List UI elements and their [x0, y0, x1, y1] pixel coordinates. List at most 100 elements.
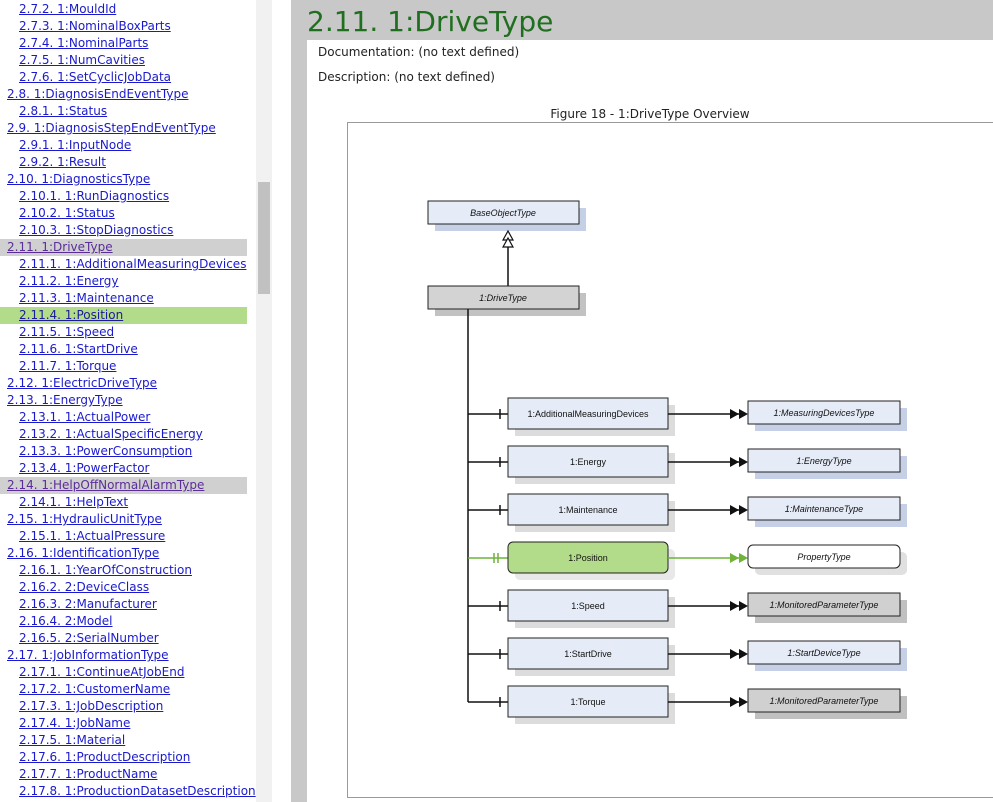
target-type-box-3: [747, 544, 901, 569]
toc-link[interactable]: 2.11. 1:DriveType: [7, 240, 113, 254]
toc-link[interactable]: 2.17.2. 1:CustomerName: [19, 682, 171, 696]
toc-link[interactable]: 2.14. 1:HelpOffNormalAlarmType: [7, 478, 205, 492]
toc-link[interactable]: 2.16. 1:IdentificationType: [7, 546, 160, 560]
component-box-6: [507, 685, 669, 718]
type-arrow-head1: [730, 553, 739, 563]
toc-link[interactable]: 2.16.2. 2:DeviceClass: [19, 580, 150, 594]
toc-link[interactable]: 2.10.3. 1:StopDiagnostics: [19, 223, 174, 237]
target-type-label: PropertyType: [797, 552, 850, 562]
toc-link[interactable]: 2.16.5. 2:SerialNumber: [19, 631, 159, 645]
inheritance-arrow-2: [501, 236, 515, 248]
toc-link[interactable]: 2.12. 1:ElectricDriveType: [7, 376, 158, 390]
toc-link[interactable]: 2.11.5. 1:Speed: [19, 325, 115, 339]
toc-item: 2.7.4. 1:NominalParts: [0, 35, 256, 52]
toc-item: 2.16.2. 2:DeviceClass: [0, 579, 256, 596]
toc-link[interactable]: 2.11.6. 1:StartDrive: [19, 342, 138, 356]
documentation-text: Documentation: (no text defined): [318, 45, 520, 59]
toc-scrollbar[interactable]: [256, 0, 272, 802]
toc-link[interactable]: 2.13.1. 1:ActualPower: [19, 410, 151, 424]
toc-item: 2.17.8. 1:ProductionDatasetDescription: [0, 783, 256, 800]
type-arrow-head1: [730, 457, 739, 467]
toc-link[interactable]: 2.11.7. 1:Torque: [19, 359, 117, 373]
toc-link[interactable]: 2.17.1. 1:ContinueAtJobEnd: [19, 665, 185, 679]
drive-type-box: [427, 285, 580, 310]
toc-item: 2.11.3. 1:Maintenance: [0, 290, 256, 307]
component-box-5: [507, 637, 669, 670]
toc-link[interactable]: 2.15.1. 1:ActualPressure: [19, 529, 166, 543]
toc-link[interactable]: 2.17.5. 1:Material: [19, 733, 126, 747]
toc-item: 2.9. 1:DiagnosisStepEndEventType: [0, 120, 256, 137]
base-type-box: [427, 200, 580, 225]
component-box-0: [507, 397, 669, 430]
toc-item: 2.13.3. 1:PowerConsumption: [0, 443, 256, 460]
type-arrow-head2: [739, 649, 748, 659]
toc-link[interactable]: 2.11.2. 1:Energy: [19, 274, 119, 288]
toc-item: 2.17.4. 1:JobName: [0, 715, 256, 732]
toc-item: 2.13.1. 1:ActualPower: [0, 409, 256, 426]
toc-link[interactable]: 2.16.4. 2:Model: [19, 614, 113, 628]
target-type-box-4: [747, 592, 901, 617]
toc-link[interactable]: 2.9. 1:DiagnosisStepEndEventType: [7, 121, 216, 135]
scrollbar-thumb[interactable]: [258, 182, 270, 294]
type-arrow-head2: [739, 505, 748, 515]
toc-link[interactable]: 2.17.3. 1:JobDescription: [19, 699, 164, 713]
toc-link[interactable]: 2.14.1. 1:HelpText: [19, 495, 129, 509]
toc-link[interactable]: 2.7.4. 1:NominalParts: [19, 36, 149, 50]
target-type-label: 1:MonitoredParameterType: [770, 600, 879, 610]
heading-bar: 2.11. 1:DriveType: [291, 0, 993, 40]
toc-link[interactable]: 2.7.2. 1:MouldId: [19, 2, 117, 16]
toc-list: 2.7.2. 1:MouldId 2.7.3. 1:NominalBoxParts…: [0, 1, 256, 800]
target-type-box-6: [747, 688, 901, 713]
type-arrow-head2: [739, 697, 748, 707]
toc-link[interactable]: 2.7.6. 1:SetCyclicJobData: [19, 70, 172, 84]
toc-link[interactable]: 2.8.1. 1:Status: [19, 104, 108, 118]
toc-item: 2.16.3. 2:Manufacturer: [0, 596, 256, 613]
component-label: 1:AdditionalMeasuringDevices: [527, 409, 649, 419]
toc-link[interactable]: 2.9.2. 1:Result: [19, 155, 106, 169]
toc-link[interactable]: 2.17. 1:JobInformationType: [7, 648, 169, 662]
target-type-box-0: [747, 400, 901, 425]
toc-link[interactable]: 2.10.1. 1:RunDiagnostics: [19, 189, 170, 203]
type-arrow-head1: [730, 649, 739, 659]
toc-link[interactable]: 2.17.4. 1:JobName: [19, 716, 131, 730]
toc-item: 2.14. 1:HelpOffNormalAlarmType: [0, 477, 247, 494]
toc-item: 2.14.1. 1:HelpText: [0, 494, 256, 511]
toc-item: 2.11.1. 1:AdditionalMeasuringDevices: [0, 256, 256, 273]
type-arrow-head1: [730, 505, 739, 515]
toc-item: 2.17.5. 1:Material: [0, 732, 256, 749]
toc-item: 2.13.4. 1:PowerFactor: [0, 460, 256, 477]
toc-link[interactable]: 2.13.4. 1:PowerFactor: [19, 461, 150, 475]
toc-link[interactable]: 2.7.3. 1:NominalBoxParts: [19, 19, 171, 33]
toc-link[interactable]: 2.11.1. 1:AdditionalMeasuringDevices: [19, 257, 247, 271]
toc-link[interactable]: 2.17.7. 1:ProductName: [19, 767, 158, 781]
toc-link[interactable]: 2.17.8. 1:ProductionDatasetDescription: [19, 784, 256, 798]
toc-link[interactable]: 2.16.1. 1:YearOfConstruction: [19, 563, 192, 577]
type-arrow-head2: [739, 457, 748, 467]
toc-link[interactable]: 2.16.3. 2:Manufacturer: [19, 597, 157, 611]
component-label: 1:Maintenance: [558, 505, 617, 515]
toc-link[interactable]: 2.10.2. 1:Status: [19, 206, 115, 220]
target-type-label: 1:MonitoredParameterType: [770, 696, 879, 706]
toc-link[interactable]: 2.7.5. 1:NumCavities: [19, 53, 145, 67]
type-arrow-head1: [730, 601, 739, 611]
target-type-label: 1:StartDeviceType: [787, 648, 860, 658]
toc-item: 2.16.4. 2:Model: [0, 613, 256, 630]
component-label: 1:Speed: [571, 601, 605, 611]
toc-item: 2.7.5. 1:NumCavities: [0, 52, 256, 69]
toc-link[interactable]: 2.13. 1:EnergyType: [7, 393, 123, 407]
toc-link[interactable]: 2.11.3. 1:Maintenance: [19, 291, 154, 305]
toc-item: 2.10.2. 1:Status: [0, 205, 256, 222]
toc-link[interactable]: 2.13.2. 1:ActualSpecificEnergy: [19, 427, 203, 441]
toc-item: 2.7.2. 1:MouldId: [0, 1, 256, 18]
toc-item: 2.17.7. 1:ProductName: [0, 766, 256, 783]
toc-link[interactable]: 2.11.4. 1:Position: [19, 308, 124, 322]
toc-link[interactable]: 2.17.6. 1:ProductDescription: [19, 750, 191, 764]
toc-link[interactable]: 2.9.1. 1:InputNode: [19, 138, 132, 152]
type-arrow-head2: [739, 601, 748, 611]
toc-item: 2.8. 1:DiagnosisEndEventType: [0, 86, 256, 103]
toc-link[interactable]: 2.15. 1:HydraulicUnitType: [7, 512, 162, 526]
base-type-label: BaseObjectType: [470, 208, 536, 218]
toc-link[interactable]: 2.8. 1:DiagnosisEndEventType: [7, 87, 189, 101]
toc-link[interactable]: 2.10. 1:DiagnosticsType: [7, 172, 151, 186]
toc-link[interactable]: 2.13.3. 1:PowerConsumption: [19, 444, 193, 458]
